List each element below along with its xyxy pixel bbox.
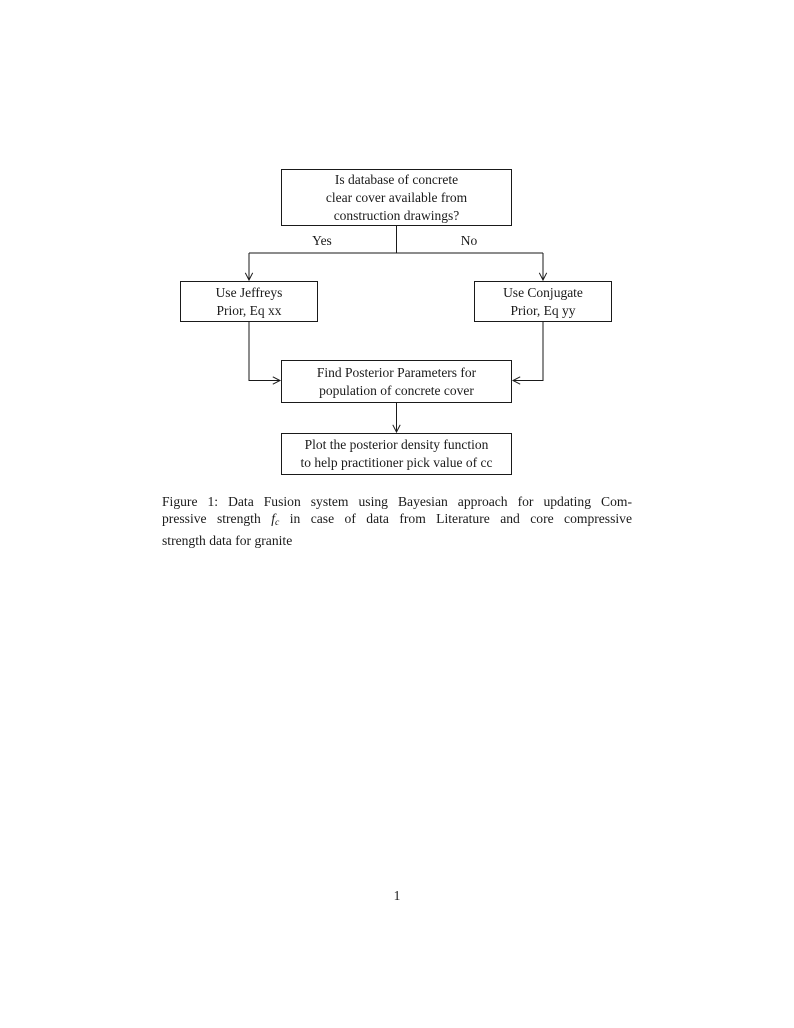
node-jeffreys-prior-label: Use Jeffreys Prior, Eq xx (215, 284, 283, 318)
node-conjugate-prior-label: Use Conjugate Prior, Eq yy (503, 284, 583, 318)
edge-conjugate-to-posterior (511, 322, 544, 385)
node-plot-density: Plot the posterior density function to h… (281, 433, 512, 475)
figure-caption-line1: Figure 1: Data Fusion system using Bayes… (162, 494, 632, 509)
node-question: Is database of concrete clear cover avai… (281, 169, 512, 226)
node-posterior-parameters: Find Posterior Parameters for population… (281, 360, 512, 403)
page-number: 1 (393, 888, 401, 903)
node-plot-density-label: Plot the posterior density function to h… (300, 437, 493, 470)
math-fc-symbol: f (271, 511, 275, 527)
caption-line2-text-post: in case of data from Literature and core… (279, 511, 632, 527)
branch-label-yes: Yes (312, 233, 332, 248)
node-conjugate-prior: Use Conjugate Prior, Eq yy (474, 281, 612, 322)
node-jeffreys-prior: Use Jeffreys Prior, Eq xx (180, 281, 318, 322)
caption-line2-text: pressive strength (162, 511, 272, 527)
edge-jeffreys-to-posterior (248, 322, 282, 385)
node-question-label: Is database of concrete clear cover avai… (325, 171, 468, 223)
figure-caption-line3: strength data for granite (162, 532, 293, 548)
math-fc-subscript: c (274, 517, 280, 529)
node-posterior-parameters-label: Find Posterior Parameters for population… (316, 364, 477, 398)
branch-label-no: No (460, 233, 478, 248)
figure-caption: Figure 1: Data Fusion system using Bayes… (162, 493, 632, 549)
figure-caption-line2: pressive strength fc in case of data fro… (162, 510, 632, 531)
